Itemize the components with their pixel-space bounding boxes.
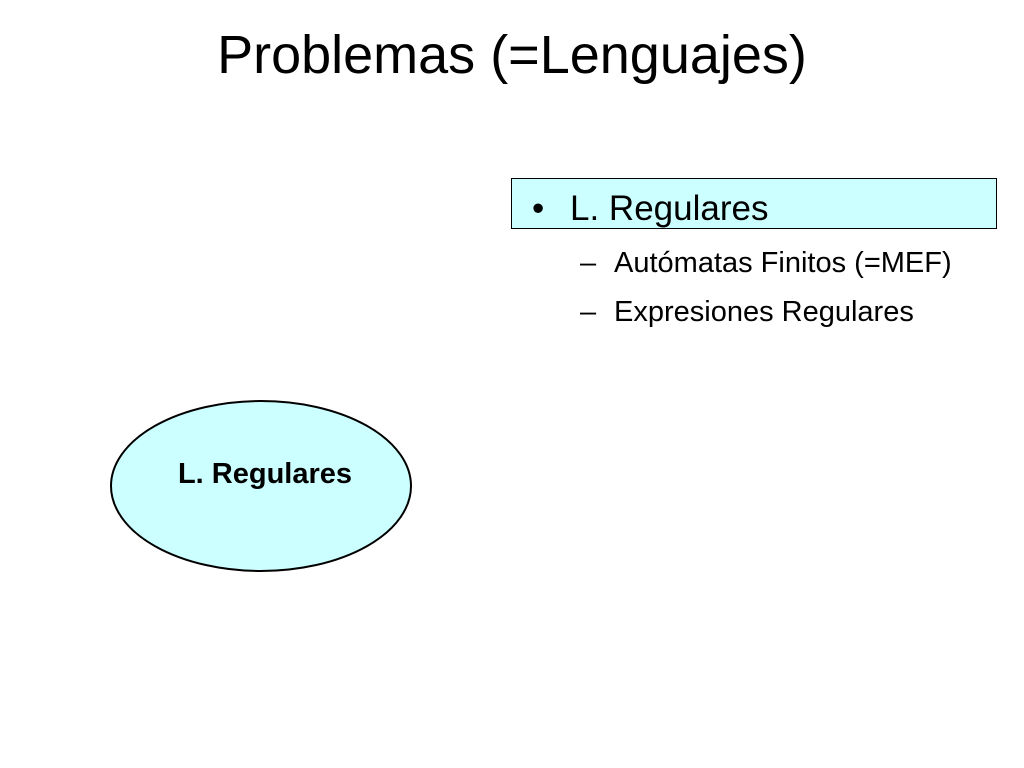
ellipse-label: L. Regulares xyxy=(177,458,353,490)
slide-title: Problemas (=Lenguajes) xyxy=(217,25,807,85)
subitem-label: Autómatas Finitos (=MEF) xyxy=(614,247,952,279)
bullet-item-regulares: • L. Regulares xyxy=(532,188,768,230)
subitem-automatas: –Autómatas Finitos (=MEF) xyxy=(580,246,952,280)
ellipse-shape xyxy=(110,400,412,572)
bullet-highlight-box xyxy=(511,178,997,229)
dash-icon: – xyxy=(580,296,597,328)
bullet-dot-icon: • xyxy=(532,189,545,228)
bullet-label: L. Regulares xyxy=(570,189,769,228)
dash-icon: – xyxy=(580,247,597,279)
subitem-expresiones: –Expresiones Regulares xyxy=(580,295,914,329)
subitem-label: Expresiones Regulares xyxy=(614,296,914,328)
language-ellipse xyxy=(110,400,412,572)
